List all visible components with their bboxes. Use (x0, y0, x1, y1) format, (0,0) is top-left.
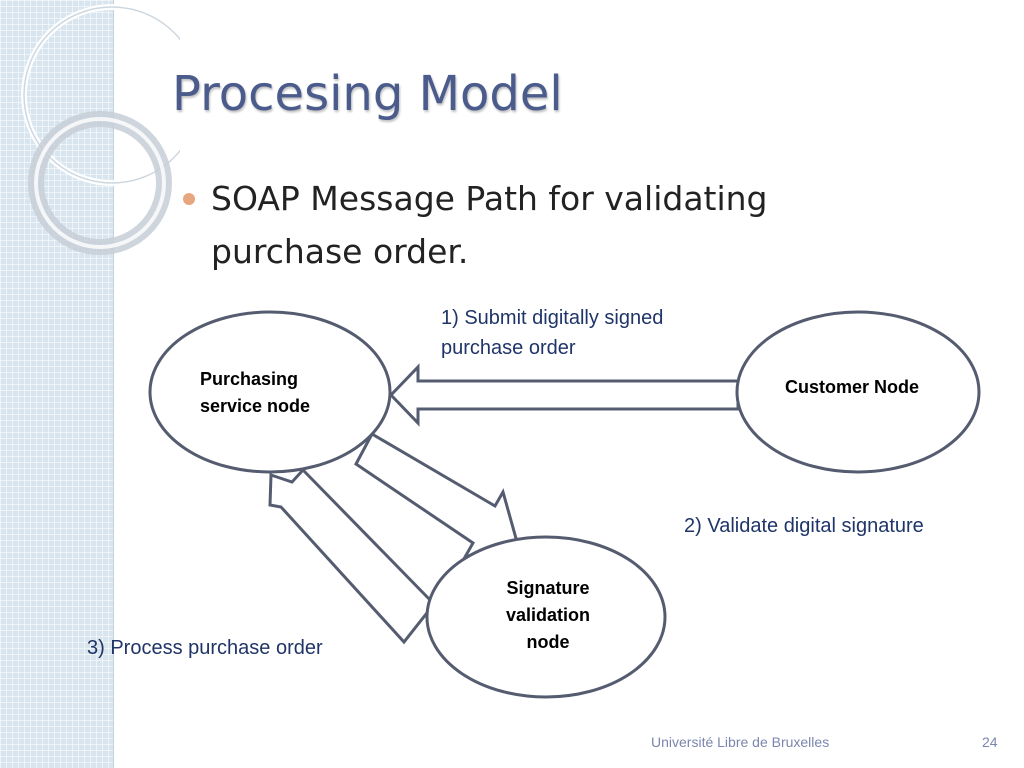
edge-label-process: 3) Process purchase order (87, 637, 323, 659)
purchasing-node-label: Purchasing service node (200, 369, 311, 416)
edge-label-validate: 2) Validate digital signature (684, 515, 924, 537)
decorative-rings (21, 4, 180, 255)
arrow-process-order (268, 467, 436, 645)
slide-title: Procesing Model (172, 66, 563, 122)
edge-label-submit: 1) Submit digitally signed purchase orde… (441, 307, 664, 359)
arrow-submit-order (388, 363, 740, 427)
footer-page-number: 24 (982, 734, 998, 750)
bullet-text: SOAP Message Path for validating purchas… (211, 179, 768, 271)
customer-node (735, 310, 981, 474)
purchasing-service-node (148, 310, 392, 474)
signature-validation-node (425, 535, 667, 699)
arrow-validate-signature (354, 431, 519, 560)
signature-node-label: Signature validation node (505, 578, 590, 652)
bullet-dot-icon (183, 193, 195, 205)
footer-institution: Université Libre de Bruxelles (651, 734, 830, 750)
customer-node-label: Customer Node (784, 377, 919, 397)
